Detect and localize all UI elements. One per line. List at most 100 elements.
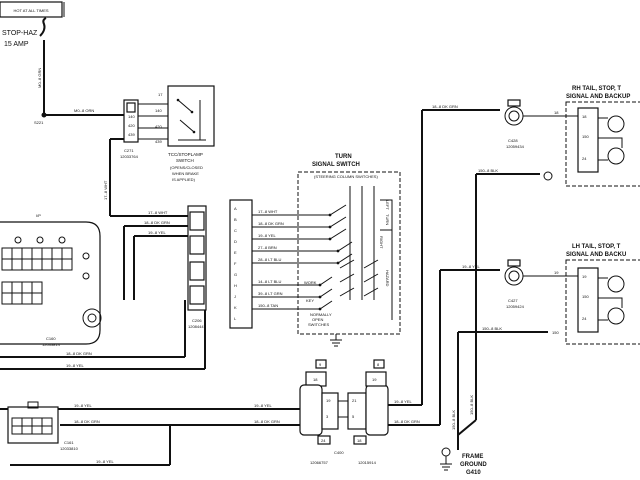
lh-lamp-title-1: LH TAIL, STOP, T bbox=[572, 244, 621, 250]
turn-switch-turn-label: TURN bbox=[385, 214, 390, 225]
tcc-note-1: (OPENS/CLOSED bbox=[170, 165, 203, 170]
fuse-block: HOT AT ALL TIMES STOP-HAZ 15 AMP M0-.8 G… bbox=[0, 1, 124, 125]
turn-switch-ground-icon bbox=[330, 334, 342, 347]
c161-name: C161 bbox=[64, 440, 74, 445]
lh-pin-5: 150 bbox=[552, 330, 559, 335]
tcc-note-3: IS APPLIED) bbox=[172, 177, 196, 182]
c400-right-pin-2: 18 bbox=[357, 438, 362, 443]
c206-connector: A B C D E F G H J K L C206 12084447 17-.… bbox=[110, 199, 300, 329]
hot-at-all-times-box bbox=[0, 1, 63, 18]
c400-left-pin-4: 24 bbox=[321, 438, 326, 443]
c160-wire-1-label: 18-.8 DK GRN bbox=[66, 351, 92, 356]
ground-title-1: FRAME bbox=[462, 454, 483, 460]
ground-wire-label-2: 150-.8 BLK bbox=[469, 395, 474, 415]
c161-wire-grn-label: 18-.8 DK GRN bbox=[74, 419, 100, 424]
normally-open-2: OPEN bbox=[312, 317, 323, 322]
rh-pin-4: 24 bbox=[582, 156, 587, 161]
c400-wire-left-2: 18-.8 DK GRN bbox=[254, 419, 280, 424]
rh-lamp-connector-icon bbox=[504, 106, 524, 126]
tcc-output-wire-label: 17-.8 WHT bbox=[103, 180, 108, 200]
c160-pin-grid bbox=[1, 236, 90, 305]
c160-wire-2-label: 19-.8 YEL bbox=[66, 363, 84, 368]
c161-wire-bottom-label: 19-.8 YEL bbox=[96, 459, 114, 464]
turn-switch-key-label-1: WORK bbox=[304, 280, 317, 285]
c400-right-pin-3: 21 bbox=[352, 398, 357, 403]
lh-lamp-connector-icon bbox=[504, 266, 524, 286]
tcc-note-2: WHEN BRAKE bbox=[172, 171, 199, 176]
c271-pin-1: 140 bbox=[128, 114, 135, 119]
c206-left-half bbox=[187, 205, 207, 311]
c400-right-pin-4: 5 bbox=[352, 414, 355, 419]
rh-lamp-title-2: SIGNAL AND BACKUP bbox=[566, 94, 630, 100]
rh-connector-name: C428 bbox=[508, 138, 518, 143]
rh-pin-1: 18 bbox=[582, 114, 587, 119]
lh-pin-2: 19 bbox=[554, 270, 559, 275]
turn-switch-hazard-label: HAZARD bbox=[385, 270, 390, 287]
svg-text:D: D bbox=[234, 239, 237, 244]
c400-right-pin-0: 8 bbox=[377, 362, 380, 367]
svg-text:J: J bbox=[234, 294, 236, 299]
c400-left-pin-2: 19 bbox=[326, 398, 331, 403]
rh-bulb-icon bbox=[607, 115, 625, 133]
c206-right-half bbox=[229, 199, 253, 329]
turn-switch-left-label: LEFT bbox=[385, 200, 390, 210]
c206-right-wire-1: 17-.8 WHT bbox=[258, 209, 278, 214]
frame-ground: 150-.8 BLK 150-.8 BLK FRAME GROUND G410 bbox=[440, 174, 487, 476]
turn-switch-right-label: RIGHT bbox=[379, 236, 384, 249]
c400-left-pin-3: 3 bbox=[326, 414, 329, 419]
c160-name: C160 bbox=[46, 336, 56, 341]
svg-text:A: A bbox=[234, 206, 237, 211]
c206-right-wire-3: 19-.8 YEL bbox=[258, 233, 276, 238]
c206-right-wire-7: 39-.8 LT GRN bbox=[258, 291, 283, 296]
tcc-stoplamp-switch: 140 420 439 C271 12033764 17 140 420 439… bbox=[103, 85, 215, 216]
c400-left-pin-0: 9 bbox=[319, 362, 322, 367]
lh-bulb-icon bbox=[607, 275, 625, 293]
tcc-pin-label-420: 420 bbox=[155, 124, 162, 129]
lh-connector-pn: 12059424 bbox=[506, 304, 525, 309]
ground-symbol-icon bbox=[440, 456, 452, 471]
c160-ip-label: I/P bbox=[36, 213, 41, 218]
svg-text:F: F bbox=[234, 261, 237, 266]
splice-label: S221 bbox=[34, 120, 44, 125]
rh-lamp-title-1: RH TAIL, STOP, T bbox=[572, 86, 621, 92]
lh-feed-wire-label: 19-.8 YEL bbox=[462, 264, 480, 269]
c271-pn: 12033764 bbox=[120, 154, 139, 159]
c400-left-half bbox=[299, 384, 323, 436]
c161-body bbox=[7, 406, 59, 444]
rh-feed-wire-label: 18-.8 DK GRN bbox=[432, 104, 458, 109]
svg-text:H: H bbox=[234, 283, 237, 288]
lamp-feed-wires: 18-.8 DK GRN 19-.8 YEL bbox=[421, 104, 500, 425]
c161-connector: C161 12033810 bbox=[7, 401, 79, 451]
fuse-name: STOP-HAZ bbox=[2, 30, 38, 37]
lh-lamp-assembly: C427 12059424 LH TAIL, STOP, T SIGNAL AN… bbox=[476, 244, 640, 345]
turn-switch-title-1: TURN bbox=[335, 154, 352, 160]
tcc-title-2: SWITCH bbox=[176, 158, 194, 163]
turn-switch-title-2: SIGNAL SWITCH bbox=[312, 162, 360, 168]
turn-signal-switch: TURN SIGNAL SWITCH (STEERING COLUMN SWIT… bbox=[297, 154, 401, 347]
ground-wire-label-1: 150-.8 BLK bbox=[451, 410, 456, 430]
c160-pn: 12033814 bbox=[42, 342, 61, 347]
c400-wire-left-1: 19-.8 YEL bbox=[254, 403, 272, 408]
turn-switch-subtitle: (STEERING COLUMN SWITCHES) bbox=[314, 174, 378, 179]
tcc-pin-label-140: 140 bbox=[155, 108, 162, 113]
c160-outline bbox=[0, 221, 101, 345]
tcc-switch-body bbox=[167, 85, 215, 147]
hot-at-all-times-label: HOT AT ALL TIMES bbox=[13, 8, 48, 13]
c206-right-wire-2: 18-.8 DK GRN bbox=[258, 221, 284, 226]
svg-text:K: K bbox=[234, 305, 237, 310]
lh-pin-3: 150 bbox=[582, 294, 589, 299]
c206-left-wire-1: 17-.8 WHT bbox=[148, 210, 168, 215]
lh-lamp-outline bbox=[565, 259, 640, 345]
rh-bulb-2-icon bbox=[607, 147, 625, 165]
lh-lamp-title-2: SIGNAL AND BACKU bbox=[566, 252, 626, 258]
rh-ground-wire-label: 150-.8 BLK bbox=[478, 168, 498, 173]
c400-wire-right-1: 19-.8 YEL bbox=[394, 399, 412, 404]
lh-pin-1: 19 bbox=[582, 274, 587, 279]
c206-name: C206 bbox=[192, 318, 202, 323]
c206-left-wire-2: 18-.8 DK GRN bbox=[144, 220, 170, 225]
c206-right-wire-5: 28-.8 LT BLU bbox=[258, 257, 282, 262]
c400-wire-right-2: 18-.8 DK GRN bbox=[394, 419, 420, 424]
c160-bolt bbox=[82, 308, 102, 328]
lh-bulb-2-icon bbox=[607, 307, 625, 325]
